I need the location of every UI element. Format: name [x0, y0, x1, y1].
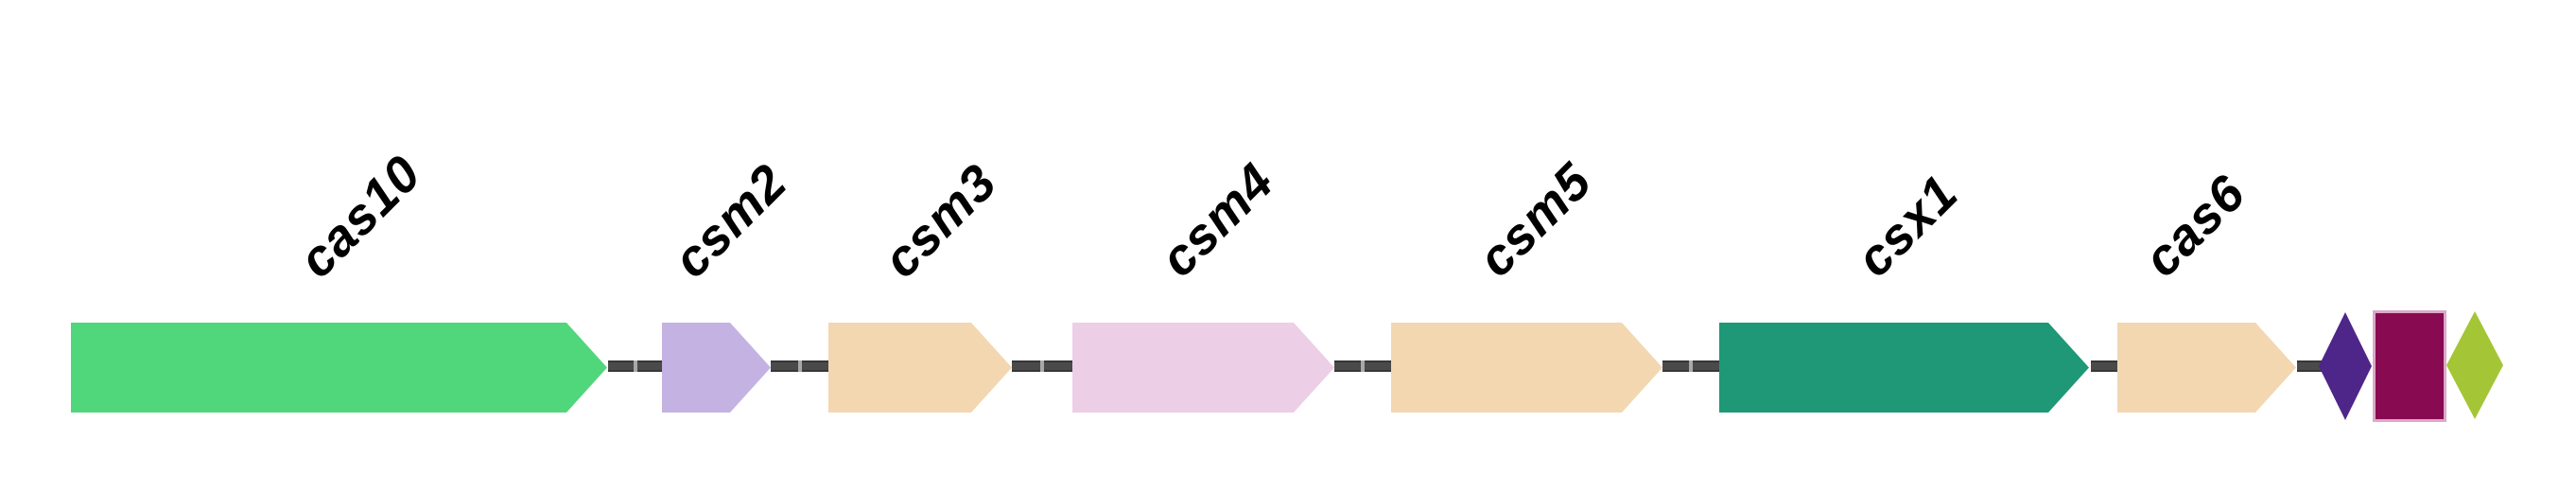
gene-connector [2297, 360, 2323, 372]
gene-arrow-csm3 [828, 323, 1012, 413]
gene-connector [608, 360, 662, 372]
gene-label-cas6: cas6 [2132, 164, 2256, 289]
crispr-feature-rect-maroon [2373, 310, 2446, 422]
crispr-feature-diamond-purple [2319, 312, 2372, 420]
gene-arrow-cas10 [71, 323, 607, 413]
gene-connector [771, 360, 828, 372]
gene-arrow-cas6 [2117, 323, 2296, 413]
connector-tick [633, 360, 637, 372]
gene-arrow-csm5 [1391, 323, 1662, 413]
gene-connector [1662, 360, 1719, 372]
gene-connector [1334, 360, 1391, 372]
gene-arrow-csm2 [662, 323, 771, 413]
gene-connector [2091, 360, 2117, 372]
gene-arrow-csm4 [1072, 323, 1334, 413]
gene-label-cas10: cas10 [287, 144, 432, 290]
gene-label-csm3: csm3 [872, 153, 1008, 290]
connector-tick [797, 360, 802, 372]
connector-tick [1040, 360, 1044, 372]
gene-label-csm2: csm2 [662, 153, 798, 290]
gene-arrow-csx1 [1719, 323, 2089, 413]
gene-connector [1012, 360, 1072, 372]
gene-label-csm4: csm4 [1149, 152, 1285, 289]
connector-tick [1689, 360, 1693, 372]
crispr-feature-diamond-olive [2446, 311, 2503, 419]
gene-label-csm5: csm5 [1467, 152, 1603, 289]
gene-label-csx1: csx1 [1845, 164, 1969, 289]
connector-tick [1361, 360, 1365, 372]
